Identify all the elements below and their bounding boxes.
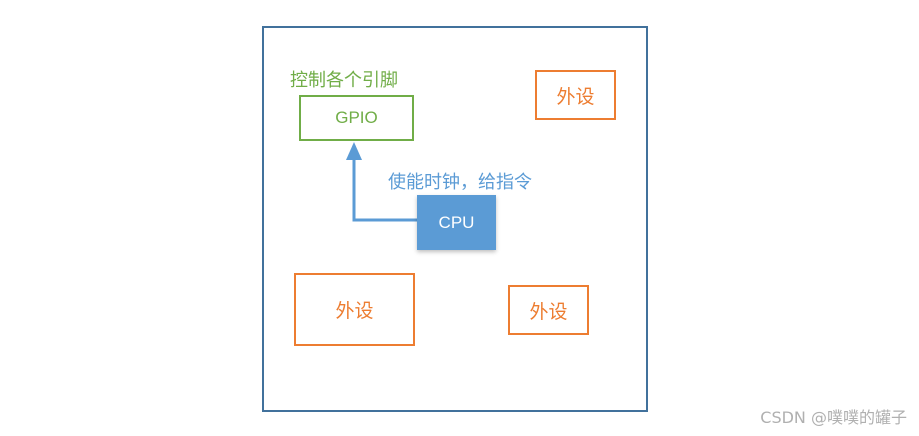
command-caption: 使能时钟，给指令 (388, 172, 532, 193)
peripheral-box-bottom-right: 外设 (508, 285, 589, 335)
cpu-box: CPU (417, 195, 496, 250)
peripheral-box-bottom-left: 外设 (294, 273, 415, 346)
peripheral-label: 外设 (556, 85, 595, 108)
watermark: CSDN @噗噗的罐子 (760, 408, 907, 427)
system-frame (262, 26, 648, 412)
peripheral-box-top-right: 外设 (535, 70, 616, 120)
gpio-caption: 控制各个引脚 (290, 70, 398, 91)
peripheral-label: 外设 (335, 300, 374, 322)
gpio-box-label: GPIO (335, 108, 378, 127)
peripheral-label: 外设 (529, 300, 568, 323)
gpio-box: GPIO (299, 95, 414, 141)
cpu-box-label: CPU (438, 212, 475, 232)
